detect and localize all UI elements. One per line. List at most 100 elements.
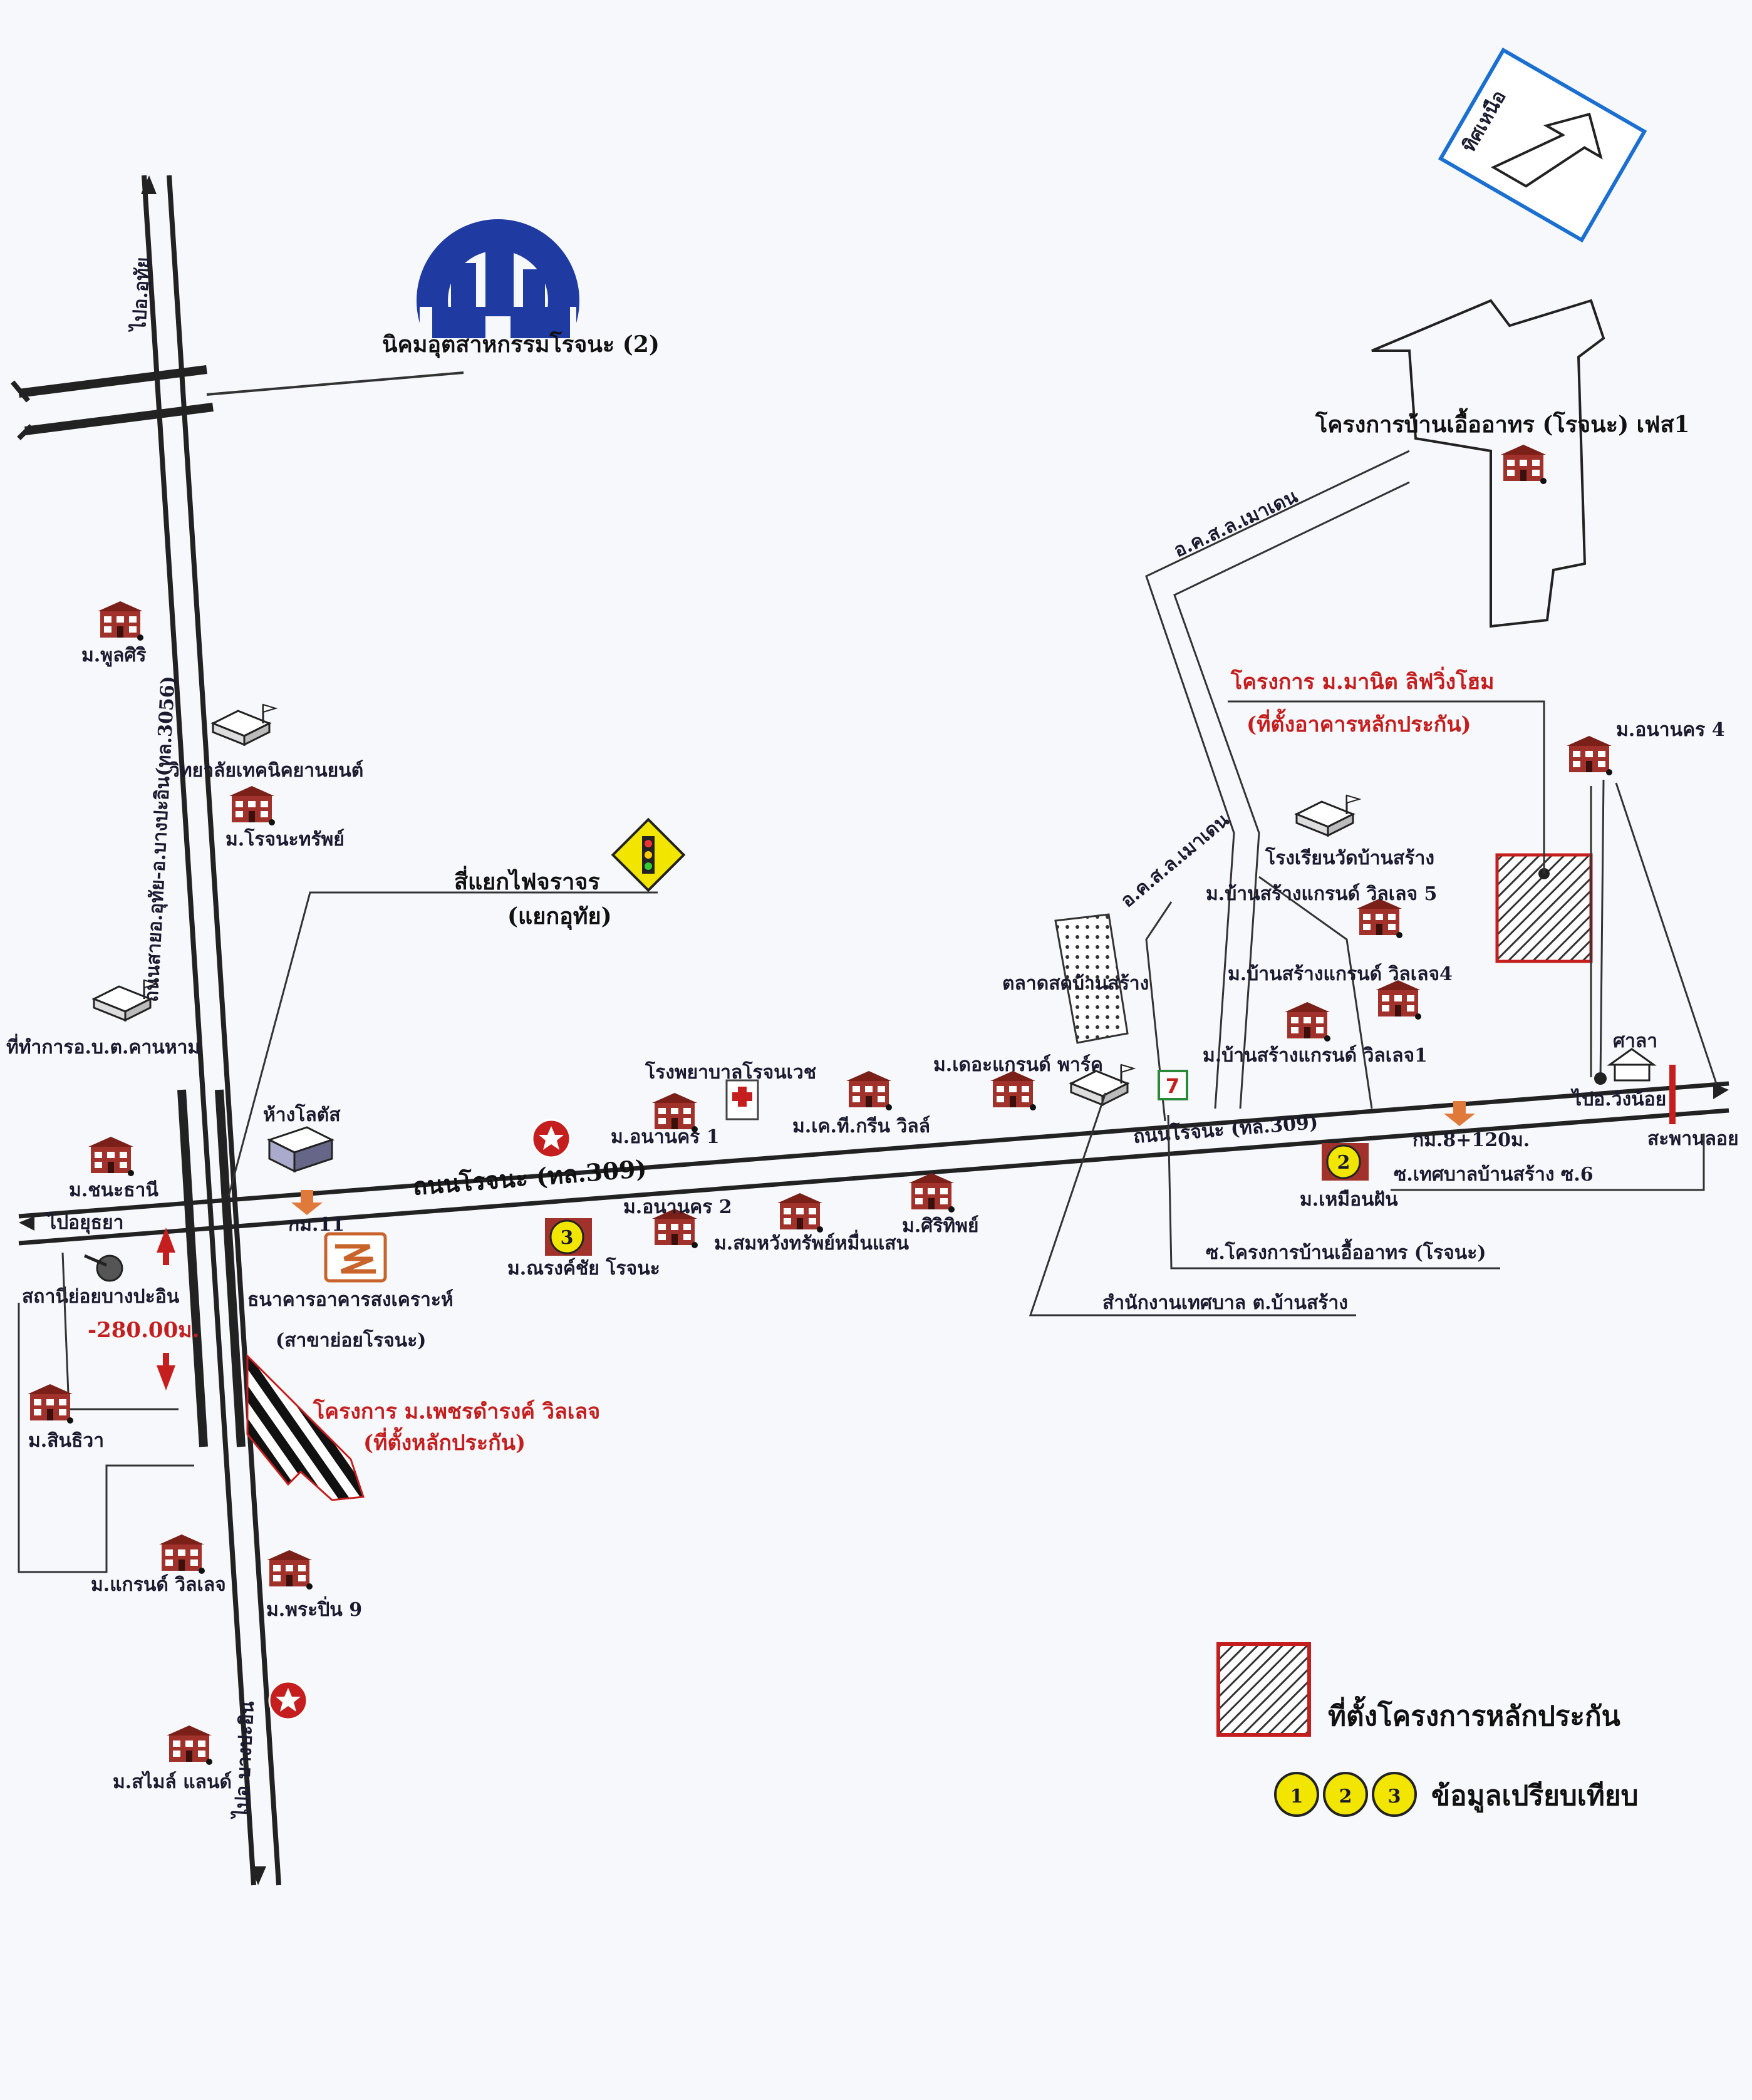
college-icon	[212, 703, 277, 746]
traffic-label-1: สี่แยกไฟจราจร	[454, 866, 600, 895]
manit-project-label-1: โครงการ ม.มานิต ลิฟวิ่งโฮม	[1230, 666, 1495, 695]
village-pruksa: ม.พูลศิริ	[81, 644, 147, 667]
market-area	[1054, 913, 1129, 1044]
college-label: วิทยาลัยเทคนิคยานยนต์	[168, 760, 363, 782]
lotus-label: ห้างโลตัส	[263, 1103, 341, 1126]
to-wangnoi-label: ไปอ.วังน้อย	[1570, 1088, 1666, 1110]
euarthorn-house-icon	[1501, 445, 1547, 484]
anannakorn4-house-icon	[1567, 736, 1612, 775]
village-sommuang: ม.สมหวังทรัพย์หมื่นแสน	[714, 1229, 910, 1254]
soi-top-label: อ.ค.ส.ล.เมาเดน	[1171, 485, 1302, 562]
legend: ที่ตั้งโครงการหลักประกัน 1 2 3 ข้อมูลเปร…	[1216, 1642, 1639, 1817]
village-smile-land: ม.สไมล์ แลนด์	[113, 1771, 232, 1793]
legend-marker-1: 1	[1274, 1772, 1319, 1817]
village-chana-thani: ม.ชนะธานี	[69, 1179, 158, 1201]
hospital-icon	[725, 1079, 759, 1120]
chana-thani-house-icon	[88, 1137, 134, 1176]
euarthorn-label: โครงการบ้านเอื้ออาทร (โรจนะ) เฟส1	[1315, 408, 1689, 438]
marker-2-icon: 2	[1322, 1143, 1369, 1181]
svg-text:7: 7	[1166, 1074, 1179, 1098]
km11-label: กม.11	[288, 1214, 345, 1236]
village-anannakorn2: ม.อนานคร 2	[623, 1196, 732, 1218]
svg-text:3: 3	[561, 1227, 574, 1249]
rojana-sap-house-icon	[229, 786, 275, 825]
bank-label-2: (สาขาย่อยโรจนะ)	[276, 1328, 427, 1352]
bank-label-1: ธนาคารอาคารสงเคราะห์	[247, 1289, 454, 1311]
bridge-icon	[1669, 1065, 1676, 1124]
traffic-label-2: (แยกอุทัย)	[507, 903, 612, 931]
smile-land-house-icon	[167, 1725, 212, 1765]
phet-project-label-1: โครงการ ม.เพชรดำรงค์ วิลเลจ	[313, 1399, 600, 1424]
village-bansang-grand5: ม.บ้านสร้างแกรนด์ วิลเลจ 5	[1206, 883, 1437, 905]
village-kt-green: ม.เค.ที.กรีน วิลล์	[792, 1115, 930, 1137]
village-bansang-grand4: ม.บ้านสร้างแกรนด์ วิลเลจ4	[1228, 963, 1453, 985]
village-grand-park: ม.เดอะแกรนด์ พาร์ค	[933, 1054, 1103, 1076]
manit-project-label-2: (ที่ตั้งอาคารหลักประกัน)	[1247, 708, 1471, 737]
phet-project-area	[246, 1353, 365, 1501]
north-south-road-label: ถนนสายอ.อุทัย-อ.บางปะอิน(ทล.3056)	[140, 675, 180, 1003]
km8-arrow-icon	[1444, 1101, 1475, 1126]
phet-project-label-2: (ที่ตั้งหลักประกัน)	[363, 1427, 526, 1456]
seven-eleven-icon: 7	[1158, 1070, 1188, 1100]
up-arrow-icon	[157, 1228, 175, 1265]
village-muang-fun: ม.เหมือนฝัน	[1300, 1189, 1398, 1211]
sin-thawee-house-icon	[28, 1384, 73, 1424]
industrial-logo-icon	[417, 219, 579, 401]
village-narongchai: ม.ณรงค์ชัย โรจนะ	[507, 1256, 660, 1280]
overpass	[10, 365, 464, 440]
dist-280-label: -280.00ม.	[88, 1318, 199, 1343]
svg-text:2: 2	[1339, 1786, 1352, 1808]
legend-collateral-swatch	[1216, 1642, 1311, 1737]
market-label: ตลาดสดบ้านสร้าง	[1002, 973, 1149, 995]
km11-arrow-icon	[291, 1190, 323, 1215]
legend-comparison-label: ข้อมูลเปรียบเทียบ	[1431, 1780, 1639, 1813]
district-office-icon	[93, 979, 158, 1022]
km8-label: กม.8+120ม.	[1412, 1129, 1530, 1151]
village-prapin9: ม.พระปิ่น 9	[266, 1596, 362, 1621]
kt-green-house-icon	[846, 1071, 892, 1110]
police-label: สถานีย่อยบางปะอิน	[22, 1286, 180, 1308]
euarthorn-outline	[1371, 299, 1605, 628]
legend-marker-3: 3	[1372, 1772, 1417, 1817]
sommuang-house-icon	[777, 1193, 823, 1233]
north-arrow: ทิศเหนือ	[1438, 47, 1647, 243]
village-bansang-grand1: ม.บ้านสร้างแกรนด์ วิลเลจ1	[1203, 1045, 1428, 1067]
soi-euarthorn-road	[1145, 450, 1410, 1109]
school-icon	[1295, 794, 1361, 837]
legend-marker-2: 2	[1323, 1772, 1368, 1817]
hospital-label: โรงพยาบาลโรจนเวช	[645, 1060, 816, 1084]
sala-icon	[1607, 1048, 1657, 1082]
bansang-grand4-house-icon	[1376, 980, 1421, 1020]
bridge-label: สะพานลอย	[1647, 1128, 1739, 1150]
siri-house-icon	[909, 1173, 955, 1213]
industrial-estate-label: นิคมอุตสาหกรรมโรจนะ (2)	[382, 331, 660, 359]
to-bangpain-label: ไปอ.บางปะอิน	[230, 1700, 259, 1821]
bansang-grand1-house-icon	[1285, 1002, 1330, 1042]
village-rojana-sap: ม.โรจนะทรัพย์	[225, 827, 345, 851]
svg-text:1: 1	[1290, 1786, 1304, 1808]
village-siri: ม.ศิริทิพย์	[902, 1215, 979, 1237]
marker-3-icon: 3	[545, 1218, 592, 1256]
soi-lower-road	[1145, 876, 1373, 1122]
sala-label: ศาลา	[1613, 1030, 1657, 1052]
village-grand-villa: ม.แกรนด์ วิลเลจ	[91, 1574, 226, 1596]
north-south-road	[141, 175, 281, 1886]
village-anannakorn1: ม.อนานคร 1	[611, 1126, 720, 1148]
lotus-icon	[267, 1126, 334, 1173]
svg-text:3: 3	[1388, 1786, 1401, 1808]
to-uthai-label: ไปอ.อุทัย	[128, 257, 155, 334]
gas-station-icon-2	[531, 1119, 571, 1159]
village-sin-thawee: ม.สินธิวา	[28, 1430, 104, 1452]
main-road-label: ถนนโรจนะ (ทล.309)	[412, 1154, 648, 1201]
school-label: โรงเรียนวัดบ้านสร้าง	[1265, 846, 1434, 869]
grand-villa-house-icon	[159, 1534, 205, 1574]
traffic-light-icon	[611, 817, 686, 892]
to-ayutthaya-label: ไปอยุธยา	[45, 1211, 123, 1234]
pruksa-house-icon	[98, 601, 143, 641]
svg-text:2: 2	[1337, 1152, 1350, 1174]
prapin9-house-icon	[267, 1550, 313, 1590]
village-anannakorn4: ม.อนานคร 4	[1616, 719, 1725, 741]
police-icon	[84, 1254, 123, 1282]
soi-project-label: ซ.โครงการบ้านเอื้ออาทร (โรจนะ)	[1206, 1238, 1486, 1264]
